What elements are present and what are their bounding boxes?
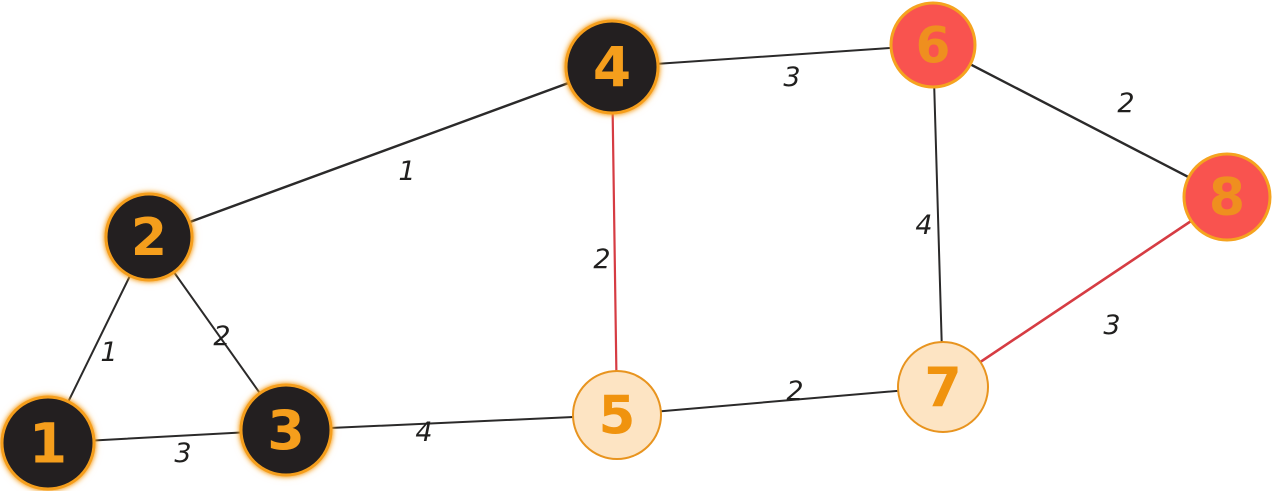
edge-5-7 — [616, 386, 944, 416]
node-6[interactable]: 6 — [889, 1, 977, 89]
edge-4-6 — [611, 44, 934, 68]
node-circle-6[interactable] — [889, 1, 977, 89]
edge-7-8 — [941, 195, 1229, 389]
edge-weight-3-5: 4 — [415, 417, 432, 448]
node-4[interactable]: 4 — [564, 19, 660, 115]
edge-4-5 — [610, 65, 619, 417]
edge-weight-2-3: 2 — [213, 321, 230, 352]
node-circle-5[interactable] — [572, 370, 662, 460]
node-label-7: 7 — [924, 356, 962, 419]
node-8[interactable]: 8 — [1182, 152, 1272, 242]
node-1[interactable]: 1 — [0, 395, 96, 491]
edge-weight-1-2: 1 — [100, 337, 117, 368]
node-2[interactable]: 2 — [104, 192, 194, 282]
edge-weight-7-8: 3 — [1103, 310, 1120, 341]
node-5[interactable]: 5 — [572, 370, 662, 460]
node-label-2: 2 — [131, 208, 167, 268]
node-3[interactable]: 3 — [239, 383, 333, 477]
node-label-1: 1 — [29, 411, 67, 475]
edge-6-8 — [931, 43, 1229, 199]
node-label-4: 4 — [593, 35, 631, 99]
node-circle-3[interactable] — [239, 383, 333, 477]
node-circle-2[interactable] — [104, 192, 194, 282]
edge-2-4 — [147, 65, 614, 239]
node-circle-8[interactable] — [1182, 152, 1272, 242]
node-circle-4[interactable] — [564, 19, 660, 115]
edge-weight-6-8: 2 — [1117, 88, 1134, 119]
node-circle-7[interactable] — [897, 341, 989, 433]
node-label-6: 6 — [916, 17, 951, 75]
edge-6-7 — [932, 44, 944, 388]
node-7[interactable]: 7 — [897, 341, 989, 433]
node-label-8: 8 — [1209, 168, 1245, 228]
node-label-3: 3 — [267, 399, 305, 462]
node-label-5: 5 — [599, 385, 636, 446]
edge-weight-2-4: 1 — [398, 156, 415, 187]
edge-weight-4-5: 2 — [593, 244, 610, 275]
edge-weight-6-7: 4 — [915, 210, 932, 241]
edge-3-5 — [285, 414, 618, 431]
edge-weight-1-3: 3 — [174, 438, 191, 469]
edge-weight-4-6: 3 — [783, 62, 800, 93]
node-circle-1[interactable] — [0, 395, 96, 491]
edge-weight-5-7: 2 — [786, 376, 803, 407]
